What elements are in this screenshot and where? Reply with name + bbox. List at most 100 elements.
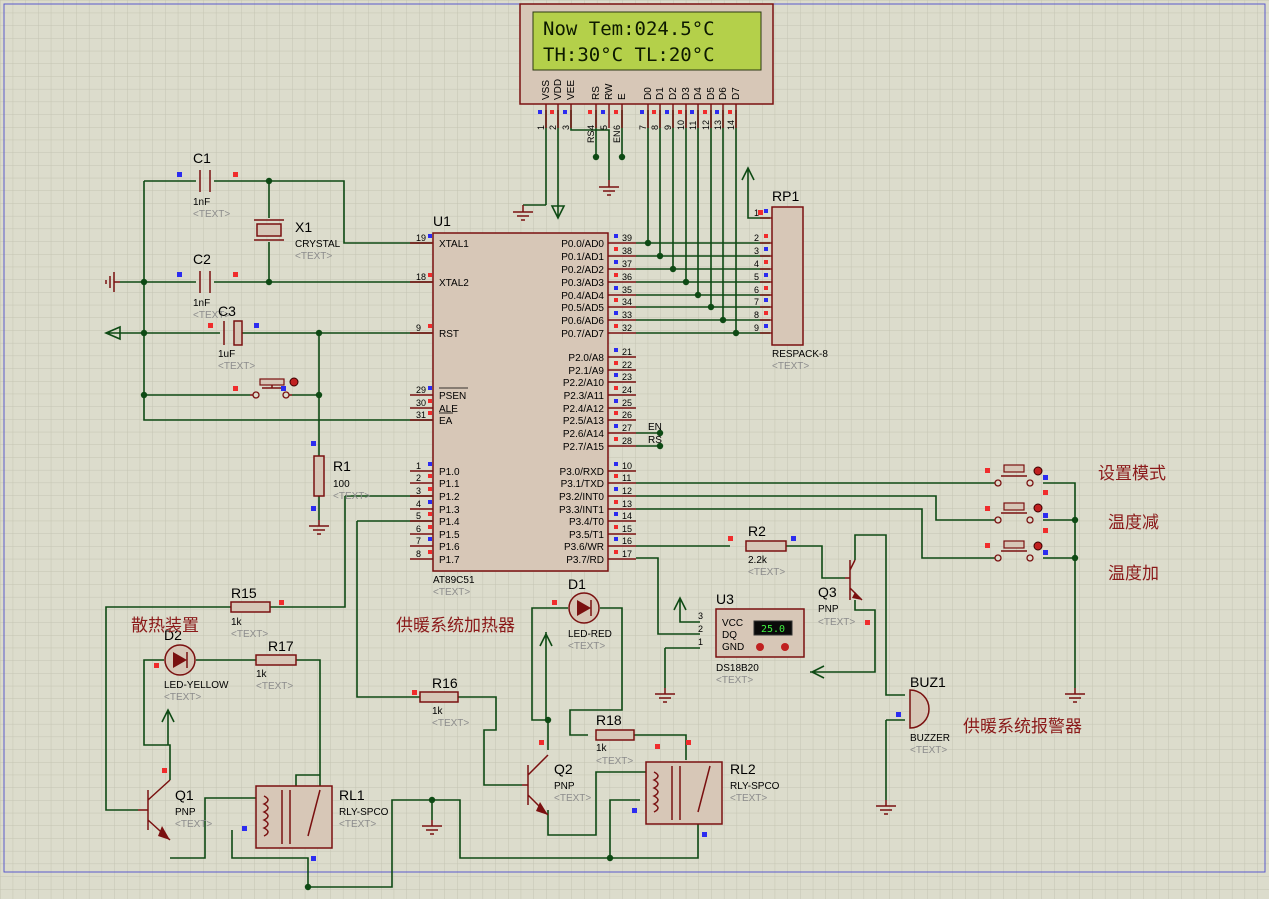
mcu-pin-name: XTAL1 xyxy=(439,239,469,250)
lcd-pin-number: 6 xyxy=(612,125,622,130)
pin-state xyxy=(764,247,768,251)
c2-text: <TEXT> xyxy=(193,310,230,321)
lcd-module[interactable]: Now Tem:024.5°C TH:30°C TL:20°C VSS1VDD2… xyxy=(519,3,774,143)
pin-state xyxy=(764,298,768,302)
lcd-screen xyxy=(532,11,762,71)
pin-state xyxy=(614,399,618,403)
resistor-r18[interactable]: R18 1k <TEXT> xyxy=(595,712,635,767)
capacitor-c1[interactable]: C1 1nF <TEXT> xyxy=(193,150,230,220)
pin-state xyxy=(614,311,618,315)
r16-text: <TEXT> xyxy=(432,718,469,729)
led-d2[interactable]: D2 LED-YELLOW <TEXT> xyxy=(164,627,229,703)
r2-ref: R2 xyxy=(748,523,766,539)
mcu-pin-name: ALE xyxy=(439,404,458,415)
u3-display xyxy=(753,620,793,636)
r1-text: <TEXT> xyxy=(333,491,370,502)
sensor-u3[interactable]: U3 VCC DQ GND 3 2 1 25.0 DS18B20 <TEXT> xyxy=(698,591,805,686)
reset-button[interactable] xyxy=(250,377,299,399)
pin-state xyxy=(428,324,432,328)
mcu-pin-number: 30 xyxy=(416,398,426,408)
lcd-pin-number: 3 xyxy=(561,125,571,130)
capacitor-c2[interactable]: C2 1nF <TEXT> xyxy=(193,251,230,321)
transistor-q1[interactable]: Q1 PNP <TEXT> xyxy=(138,779,212,841)
pin-state xyxy=(715,110,719,114)
pin-state xyxy=(614,424,618,428)
buzzer-buz1[interactable]: BUZ1 BUZZER <TEXT> xyxy=(909,674,950,756)
temp-down-button[interactable] xyxy=(994,502,1043,524)
q2-ref: Q2 xyxy=(554,761,573,777)
rl1-ref: RL1 xyxy=(339,787,365,803)
pin-state xyxy=(614,247,618,251)
mcu-pin-number: 4 xyxy=(416,499,421,509)
mcu-pin-name: XTAL2 xyxy=(439,278,469,289)
pin-state xyxy=(764,273,768,277)
pin-state xyxy=(614,361,618,365)
rl2-ref: RL2 xyxy=(730,761,756,777)
lcd-pin-number: 5 xyxy=(599,125,609,130)
d2-ref: D2 xyxy=(164,627,182,643)
led-d1[interactable]: D1 LED-RED <TEXT> xyxy=(568,576,612,652)
mcu-pin-number: 23 xyxy=(622,372,632,382)
resistor-r17[interactable]: R17 1k <TEXT> xyxy=(255,638,297,692)
pin-state xyxy=(428,512,432,516)
pin-state xyxy=(428,411,432,415)
pin-state xyxy=(428,550,432,554)
mcu-pin-name: P2.4/A12 xyxy=(563,404,605,415)
mcu-pin-number: 35 xyxy=(622,285,632,295)
lcd-pin-number: 12 xyxy=(701,120,711,130)
mcu-pin-number: 15 xyxy=(622,524,632,534)
rl1-value: RLY-SPCO xyxy=(339,807,389,818)
pin-state xyxy=(728,110,732,114)
transistor-q2[interactable]: Q2 PNP <TEXT> xyxy=(522,754,591,816)
mcu-pin-number: 24 xyxy=(622,385,632,395)
mcu-pin-name: RST xyxy=(439,329,459,340)
crystal-x1[interactable]: X1 CRYSTAL <TEXT> xyxy=(254,219,341,262)
mcu-pin-name: EA xyxy=(439,416,453,427)
u3-pin-dq: DQ xyxy=(722,630,737,641)
mcu-pin-name: P0.7/AD7 xyxy=(561,329,604,340)
set-mode-button[interactable] xyxy=(994,464,1043,487)
resistor-r15[interactable]: R15 1k <TEXT> xyxy=(230,585,271,640)
u3-part: DS18B20 xyxy=(716,663,759,674)
mcu-pin-number: 39 xyxy=(622,233,632,243)
rp1-part: RESPACK-8 xyxy=(772,349,828,360)
mcu-pin-number: 31 xyxy=(416,410,426,420)
relay-rl2[interactable]: RL2 RLY-SPCO <TEXT> xyxy=(645,761,780,825)
resistor-r2[interactable]: R2 2.2k <TEXT> xyxy=(745,523,787,578)
pin-state xyxy=(614,487,618,491)
resistor-r1[interactable]: R1 100 <TEXT> xyxy=(313,455,370,502)
capacitor-c3[interactable]: C3 1uF <TEXT> xyxy=(218,303,255,372)
u3-ref: U3 xyxy=(716,591,734,607)
u3-down-control[interactable] xyxy=(756,643,764,651)
resistor-r16[interactable]: R16 1k <TEXT> xyxy=(419,675,469,729)
mcu-pin-name: P2.7/A15 xyxy=(563,442,605,453)
r16-ref: R16 xyxy=(432,675,458,691)
lcd-pin-number: 1 xyxy=(536,125,546,130)
q3-ref: Q3 xyxy=(818,584,837,600)
mcu-pin-number: 14 xyxy=(622,511,632,521)
u3-pin-gnd: GND xyxy=(722,642,744,653)
mcu-pin-name: P0.2/AD2 xyxy=(561,265,604,276)
temp-up-button[interactable] xyxy=(994,540,1043,562)
u3-up-control[interactable] xyxy=(781,643,789,651)
annotation-temp-down: 温度减 xyxy=(1108,513,1159,533)
lcd-line-1: Now Tem:024.5°C xyxy=(543,18,715,40)
pin-state xyxy=(428,500,432,504)
mcu-pin-number: 36 xyxy=(622,272,632,282)
transistor-q3[interactable]: Q3 PNP <TEXT> xyxy=(818,559,863,628)
relay-rl1[interactable]: RL1 RLY-SPCO <TEXT> xyxy=(255,785,389,849)
net-label-rs: RS xyxy=(648,435,662,446)
lcd-pin-number: 9 xyxy=(663,125,673,130)
rl2-text: <TEXT> xyxy=(730,793,767,804)
pin-state xyxy=(614,525,618,529)
buz1-value: BUZZER xyxy=(910,733,950,744)
mcu-u1[interactable]: U1 AT89C51 <TEXT> 19XTAL118XTAL29RST29PS… xyxy=(410,213,636,598)
c1-ref: C1 xyxy=(193,150,211,166)
lcd-pin-number: 10 xyxy=(676,120,686,130)
mcu-pin-number: 10 xyxy=(622,461,632,471)
q3-value: PNP xyxy=(818,604,839,615)
pin-state xyxy=(690,110,694,114)
